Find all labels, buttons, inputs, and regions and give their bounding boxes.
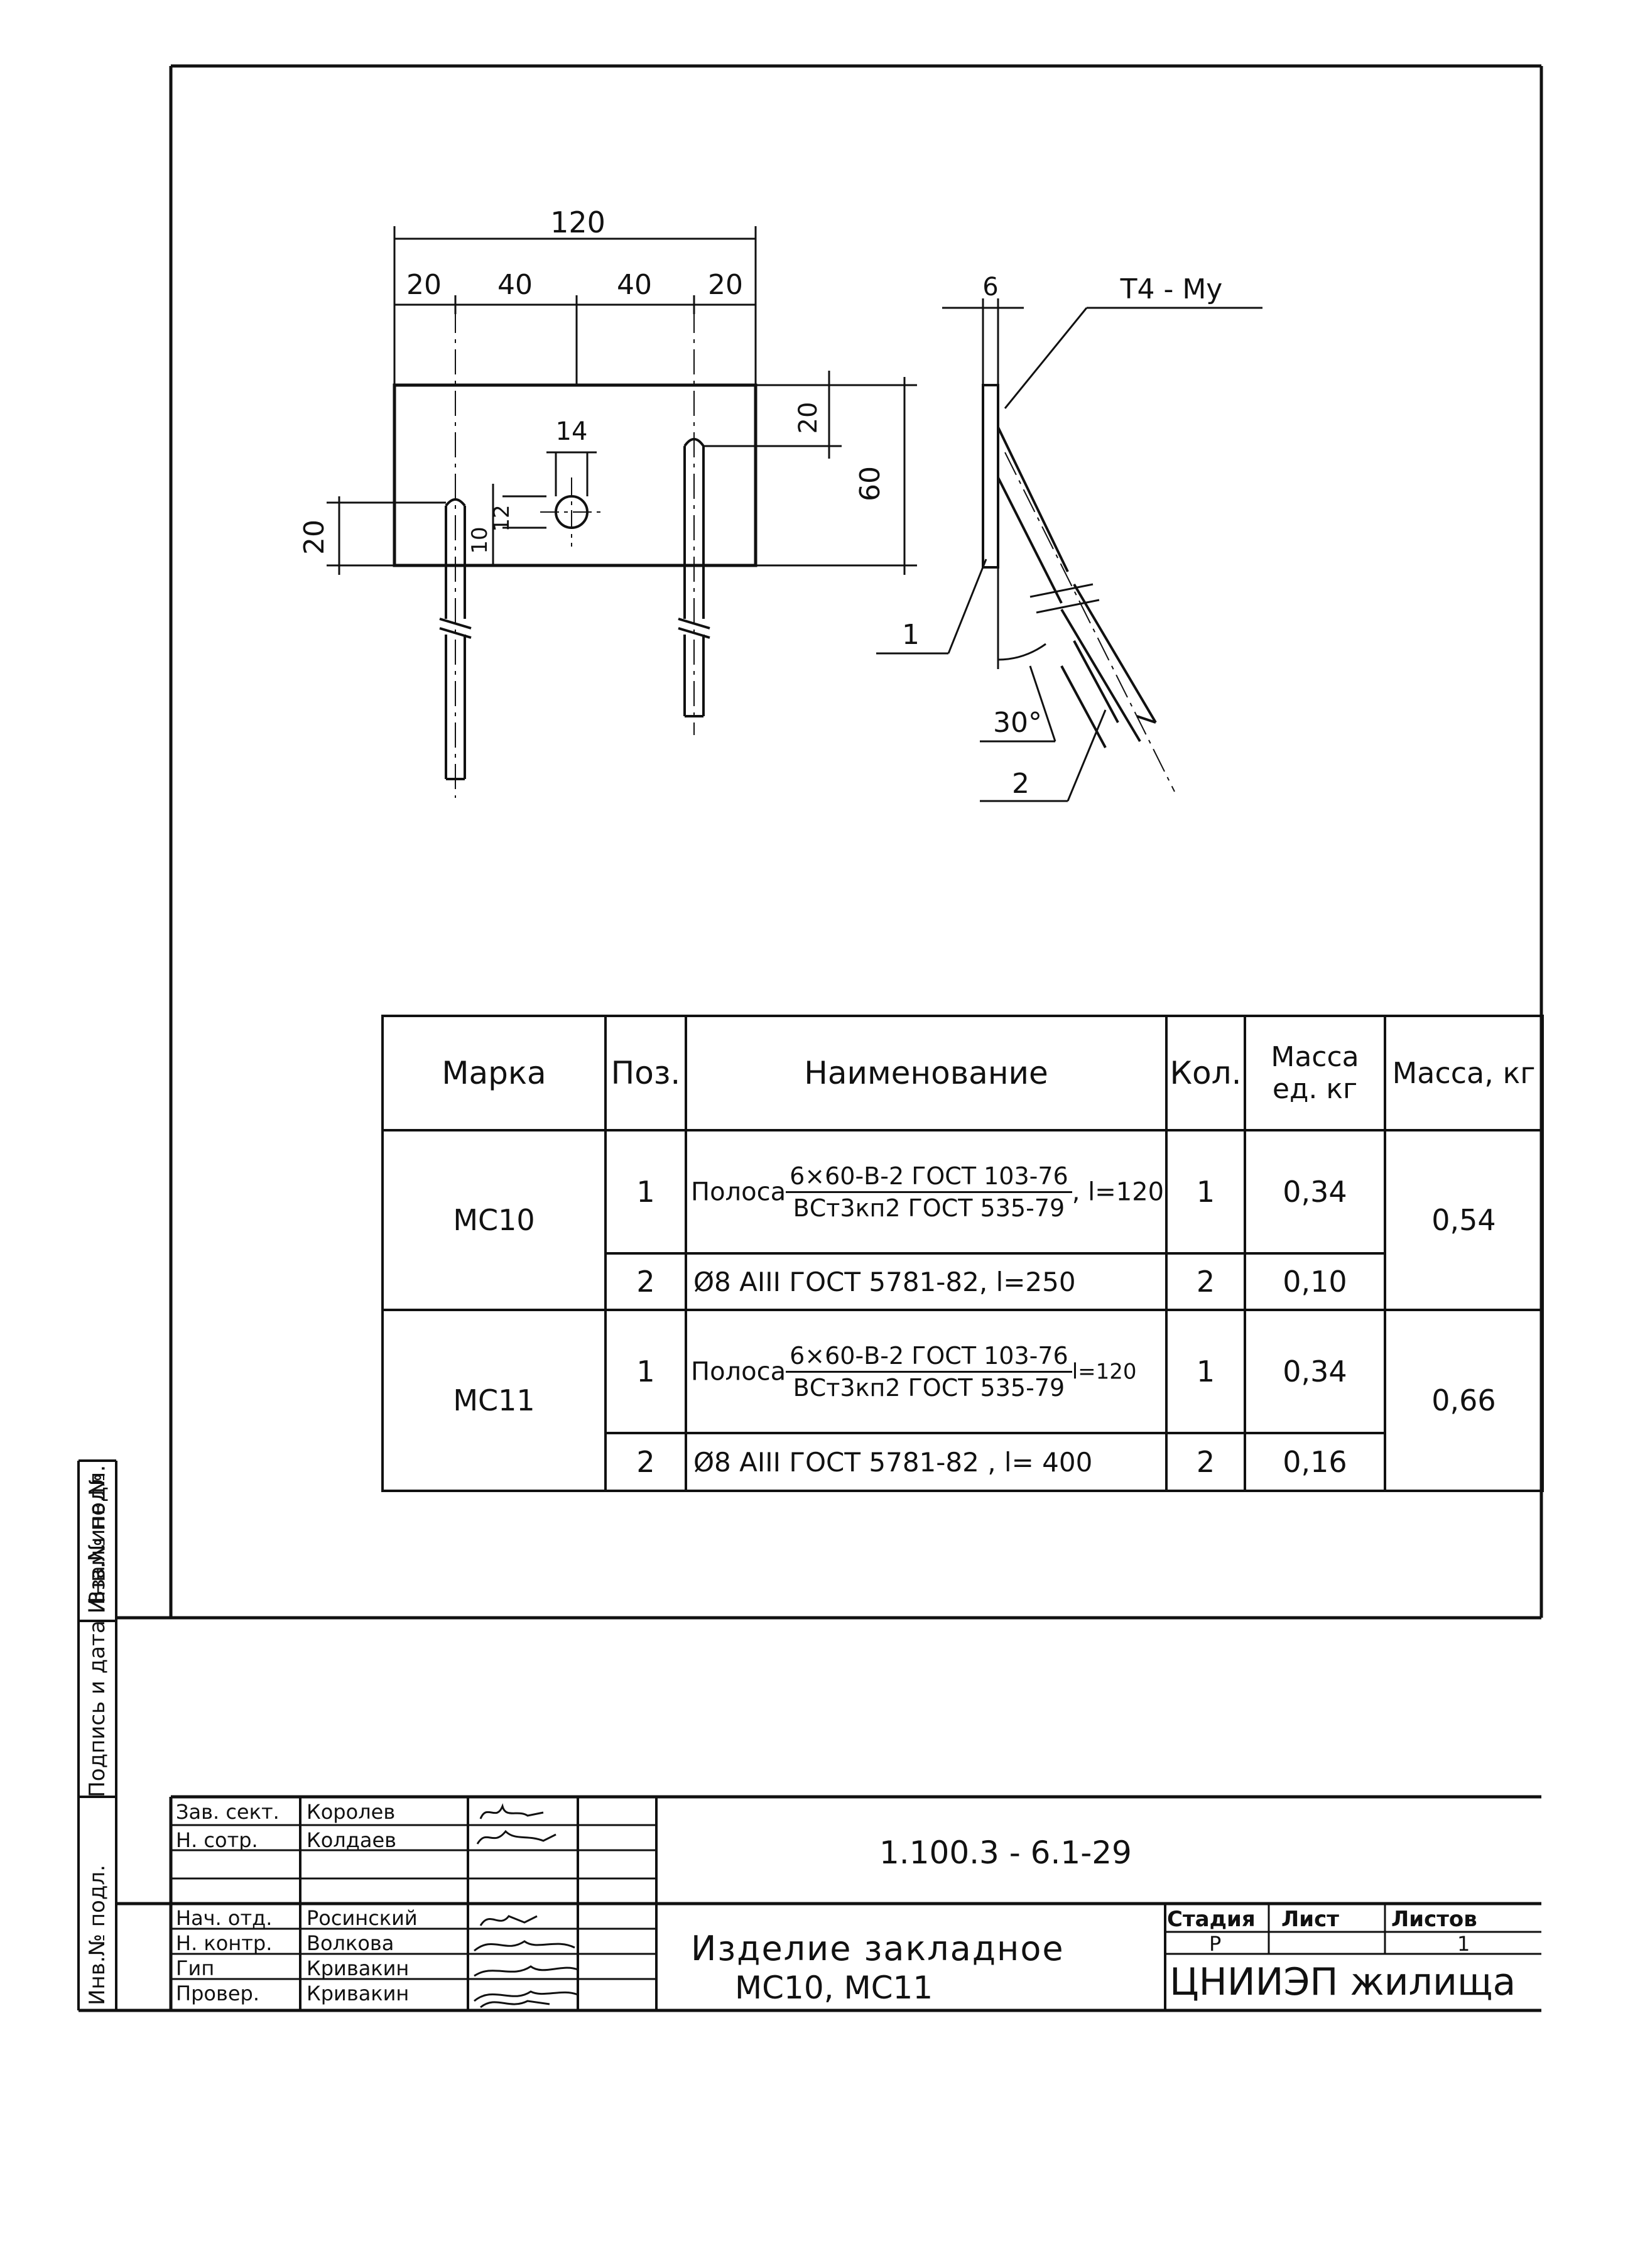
stage-value: Р <box>1209 1932 1222 1956</box>
role-label: Зав. сект. <box>176 1800 280 1824</box>
sheets-value: 1 <box>1457 1932 1470 1956</box>
role-label: Н. сотр. <box>176 1828 258 1852</box>
organization-name: ЦНИИЭП жилища <box>1170 1960 1516 2004</box>
unit-mass-cell: 0,34 <box>1244 1309 1386 1434</box>
pos-cell: 2 <box>604 1432 687 1492</box>
unit-mass-cell: 0,34 <box>1244 1129 1386 1255</box>
fraction-denominator: ВСт3кп2 ГОСТ 535-79 <box>793 1373 1065 1402</box>
mass-cell: 0,54 <box>1384 1129 1544 1311</box>
spec-row: 2 Ø8 АIII ГОСТ 5781-82 , l= 400 2 0,16 <box>383 1432 1543 1492</box>
sheets-label: Листов <box>1391 1907 1477 1932</box>
signature-image <box>476 1829 556 1845</box>
person-name: Кривакин <box>307 1982 410 2005</box>
dim-height: 60 <box>854 466 886 501</box>
qty-cell: 1 <box>1165 1309 1246 1434</box>
fraction-denominator: ВСт3кп2 ГОСТ 535-79 <box>793 1194 1065 1222</box>
dim-hole-offset: 12 <box>489 504 514 532</box>
header-mass: Масса, кг <box>1384 1015 1544 1131</box>
unit-mass-cell: 0,10 <box>1244 1252 1386 1311</box>
qty-cell: 1 <box>1165 1129 1246 1255</box>
spec-row: 2 Ø8 АIII ГОСТ 5781-82, l=250 2 0,10 <box>383 1252 1543 1311</box>
pos-cell: 2 <box>604 1252 687 1311</box>
header-name: Наименование <box>685 1015 1168 1131</box>
signature-image <box>474 1990 578 2002</box>
signature-image <box>474 1965 578 1977</box>
dim-seg4: 20 <box>708 269 743 301</box>
header-qty: Кол. <box>1165 1015 1246 1131</box>
header-mark: Марка <box>381 1015 607 1131</box>
person-name: Кривакин <box>307 1956 410 1980</box>
dim-bottom-offset: 20 <box>298 520 330 555</box>
signature-image <box>480 2000 550 2009</box>
part-drawing: 120 20 40 40 20 14 20 60 10 12 20 6 Т4 -… <box>298 205 1262 802</box>
role-label: Гип <box>176 1956 215 1980</box>
fraction-numerator: 6×60-В-2 ГОСТ 103-76 <box>786 1161 1072 1193</box>
specification-table: Марка Поз. Наименование Кол. Масса ед. к… <box>381 1015 1544 1492</box>
signature-image <box>474 1940 575 1952</box>
spec-header-row: Марка Поз. Наименование Кол. Масса ед. к… <box>381 1015 1544 1131</box>
angle-label: 30° <box>993 707 1042 739</box>
dim-hole-height: 10 <box>467 526 492 553</box>
pos-cell: 1 <box>604 1309 687 1434</box>
dim-overall: 120 <box>550 205 605 239</box>
mark-cell: МС10 <box>381 1129 607 1311</box>
dim-seg1: 20 <box>406 269 442 301</box>
title-line2: МС10, МС11 <box>735 1970 933 2006</box>
person-name: Волкова <box>307 1931 394 1955</box>
name-prefix: Полоса <box>691 1177 786 1206</box>
qty-cell: 2 <box>1165 1432 1246 1492</box>
mark-cell: МС11 <box>381 1309 607 1492</box>
sheet-label: Лист <box>1281 1907 1339 1932</box>
name-prefix: Полоса <box>691 1357 786 1386</box>
document-number: 1.100.3 - 6.1-29 <box>879 1835 1132 1871</box>
name-cell: Ø8 АIII ГОСТ 5781-82 , l= 400 <box>685 1432 1168 1492</box>
unit-mass-cell: 0,16 <box>1244 1432 1386 1492</box>
dim-seg2: 40 <box>497 269 533 301</box>
stamp-signature-label: Подпись и дата <box>85 1620 110 1797</box>
stamp-swap-label: Взам.инв.№ <box>85 1473 110 1605</box>
role-label: Н. контр. <box>176 1931 273 1955</box>
person-name: Росинский <box>307 1906 418 1930</box>
name-suffix: , l=120 <box>1072 1177 1165 1206</box>
plate <box>393 383 757 567</box>
pos2-label: 2 <box>1012 768 1029 800</box>
pos1-label: 1 <box>902 619 920 651</box>
name-suffix: l=120 <box>1072 1359 1137 1384</box>
qty-cell: 2 <box>1165 1252 1246 1311</box>
fraction-numerator: 6×60-В-2 ГОСТ 103-76 <box>786 1341 1072 1373</box>
pos-cell: 1 <box>604 1129 687 1255</box>
role-label: Провер. <box>176 1982 259 2005</box>
header-unit-mass: Масса ед. кг <box>1244 1015 1386 1131</box>
stamp-inventory-label: Инв.№ подл. <box>85 1865 110 2005</box>
person-name: Королев <box>307 1800 396 1824</box>
stage-label: Стадия <box>1167 1907 1256 1932</box>
signature-image <box>479 1915 538 1926</box>
signatures <box>474 1803 578 2009</box>
signature-image <box>479 1803 544 1819</box>
role-label: Нач. отд. <box>176 1906 273 1930</box>
name-cell: Ø8 АIII ГОСТ 5781-82, l=250 <box>685 1252 1168 1311</box>
person-name: Колдаев <box>307 1828 397 1852</box>
title-line1: Изделие закладное <box>691 1929 1065 1968</box>
plate-side <box>982 384 999 569</box>
dim-top-offset: 20 <box>794 402 823 434</box>
bent-rod <box>997 427 1157 748</box>
weld-label: Т4 - Му <box>1120 273 1223 305</box>
dim-hole-width: 14 <box>556 417 588 446</box>
dim-thickness: 6 <box>982 273 998 302</box>
dim-seg3: 40 <box>617 269 652 301</box>
mass-cell: 0,66 <box>1384 1309 1544 1492</box>
header-pos: Поз. <box>604 1015 687 1131</box>
